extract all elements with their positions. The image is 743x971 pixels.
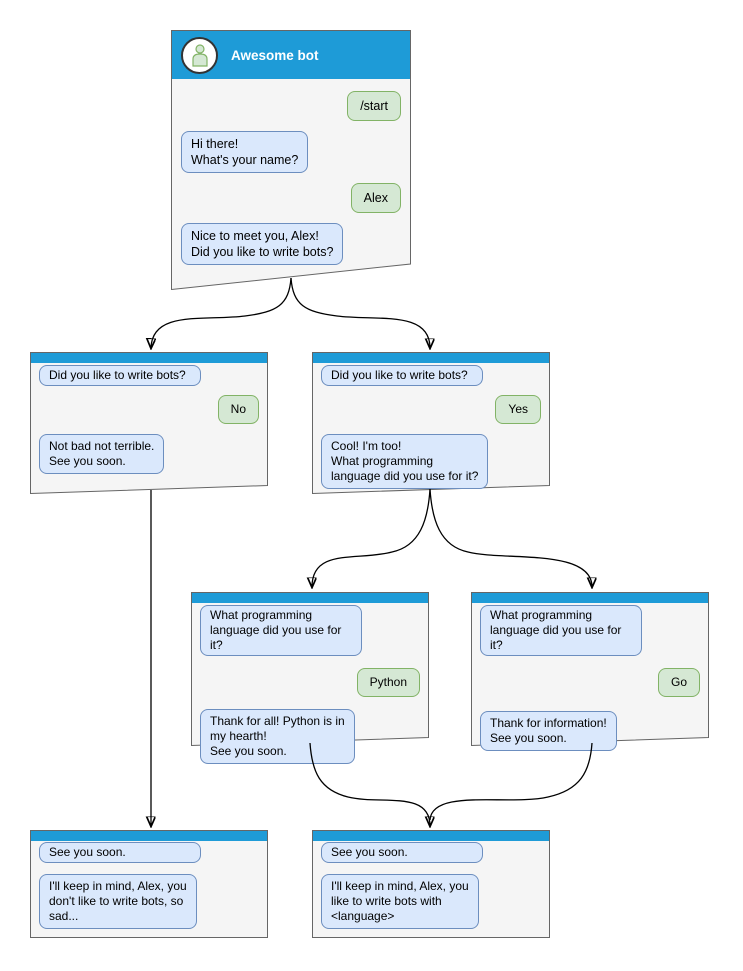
bot-message-bubble: Nice to meet you, Alex! Did you like to … (181, 223, 344, 265)
user-message-bubble: No (217, 395, 259, 424)
chat-window-yes-branch: Did you like to write bots? Yes Cool! I'… (312, 352, 550, 494)
window-header-bar (313, 831, 549, 841)
bot-message-bubble: Thank for information! See you soon. (480, 711, 617, 751)
bot-message-bubble: What programming language did you use fo… (480, 605, 642, 656)
bot-message-bubble: Did you like to write bots? (321, 365, 483, 386)
chat-messages: What programming language did you use fo… (472, 603, 708, 751)
user-message-bubble: Python (356, 668, 420, 697)
chat-messages: What programming language did you use fo… (192, 603, 428, 764)
bot-message-bubble: I'll keep in mind, Alex, you like to wri… (321, 874, 479, 929)
bot-message-bubble: Did you like to write bots? (39, 365, 201, 386)
window-header-bar (192, 593, 428, 603)
chat-messages: Did you like to write bots? Yes Cool! I'… (313, 363, 549, 489)
window-header-bar (31, 353, 267, 363)
window-header-bar (313, 353, 549, 363)
bot-message-bubble: See you soon. (39, 842, 201, 863)
chat-window-go-branch: What programming language did you use fo… (471, 592, 709, 751)
edge-yes-to-python (312, 488, 431, 587)
user-message-bubble: /start (347, 91, 401, 121)
chat-window-awesome-bot: Awesome bot /start Hi there! What's your… (171, 30, 411, 290)
chat-window-no-branch: Did you like to write bots? No Not bad n… (30, 352, 268, 494)
window-header: Awesome bot (172, 31, 410, 79)
bot-message-bubble: See you soon. (321, 842, 483, 863)
bot-message-bubble: Hi there! What's your name? (181, 131, 309, 173)
bot-avatar (181, 36, 218, 74)
chat-messages: See you soon. I'll keep in mind, Alex, y… (31, 841, 267, 929)
bot-message-bubble: Not bad not terrible. See you soon. (39, 434, 165, 474)
chat-messages: /start Hi there! What's your name? Alex … (172, 79, 410, 265)
bot-message-bubble: Cool! I'm too! What programming language… (321, 434, 489, 489)
edge-go-to-end (429, 742, 593, 821)
edge-yes-to-go (429, 488, 592, 587)
bot-message-bubble: Thank for all! Python is in my hearth! S… (200, 709, 355, 764)
chat-window-end-no: See you soon. I'll keep in mind, Alex, y… (30, 830, 268, 938)
window-header-bar (472, 593, 708, 603)
chat-messages: Did you like to write bots? No Not bad n… (31, 363, 267, 474)
bot-message-bubble: What programming language did you use fo… (200, 605, 362, 656)
user-message-bubble: Yes (495, 395, 541, 424)
bot-message-bubble: I'll keep in mind, Alex, you don't like … (39, 874, 197, 929)
chat-messages: See you soon. I'll keep in mind, Alex, y… (313, 841, 549, 929)
person-icon (191, 44, 208, 67)
user-message-bubble: Go (657, 668, 700, 697)
chat-window-python-branch: What programming language did you use fo… (191, 592, 429, 764)
chat-window-end-yes: See you soon. I'll keep in mind, Alex, y… (312, 830, 550, 938)
bot-title: Awesome bot (231, 47, 319, 63)
user-message-bubble: Alex (350, 183, 401, 213)
window-header-bar (31, 831, 267, 841)
